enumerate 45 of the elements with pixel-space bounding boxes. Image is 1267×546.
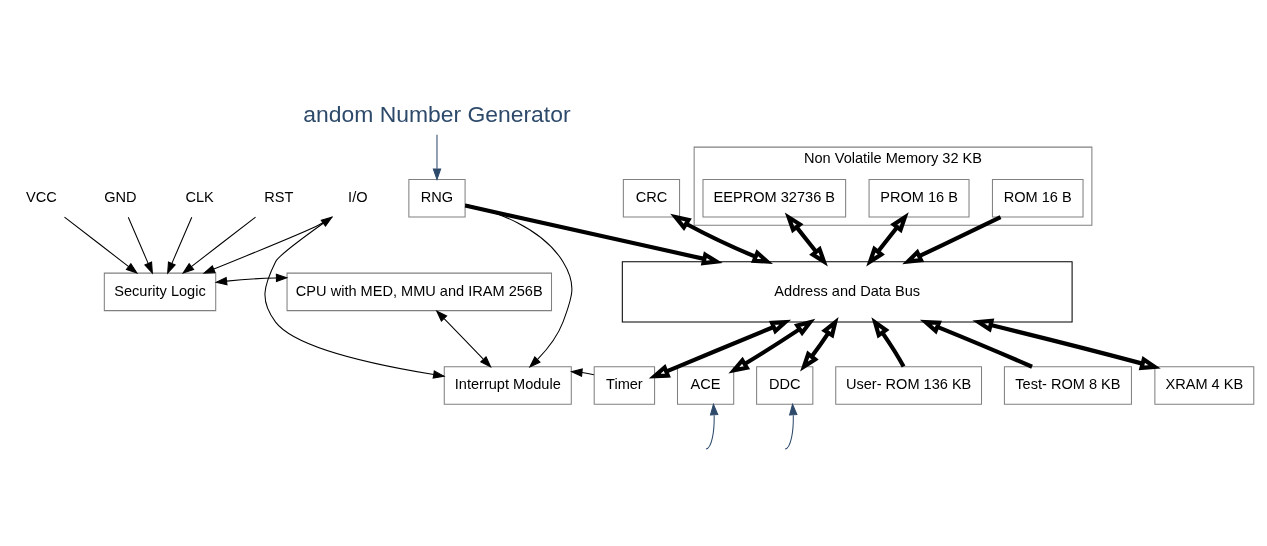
node-box: EEPROM 32736 B xyxy=(702,178,847,217)
node-box: XRAM 4 KB xyxy=(1154,365,1255,405)
arrow xyxy=(705,402,719,450)
arrow xyxy=(670,213,773,264)
node-box: RNG xyxy=(408,178,466,217)
arrow xyxy=(800,316,839,372)
node-box: Address and Data Bus xyxy=(621,260,1073,323)
arrow xyxy=(63,216,139,274)
arrow xyxy=(464,203,573,368)
node-text: CLK xyxy=(185,188,214,205)
arrow xyxy=(866,211,909,267)
arrow xyxy=(464,202,723,266)
node-text: GND xyxy=(104,188,137,205)
arrow xyxy=(570,367,595,377)
node-box: PROM 16 B xyxy=(868,178,970,217)
arrow xyxy=(432,133,442,181)
node-box: User- ROM 136 KB xyxy=(835,365,983,405)
arrow xyxy=(181,216,257,274)
arrow xyxy=(127,216,153,274)
node-box: Security Logic xyxy=(103,272,217,311)
arrow xyxy=(784,402,798,450)
node-text: VCC xyxy=(25,188,57,205)
node-box: Timer xyxy=(593,365,656,405)
arrow xyxy=(784,211,828,266)
arrow xyxy=(919,319,1033,369)
arrow xyxy=(214,273,289,285)
arrow xyxy=(435,309,492,368)
node-box: ACE xyxy=(676,365,735,405)
node-box: CRC xyxy=(622,178,681,217)
arrow xyxy=(902,214,1002,264)
arrow xyxy=(871,316,906,368)
node-text: RST xyxy=(264,188,294,205)
node-box: ROM 16 B xyxy=(991,178,1084,217)
node-box: Interrupt Module xyxy=(443,365,572,405)
arrow xyxy=(202,216,333,274)
node-text: andom Number Generator xyxy=(303,100,571,127)
arrow xyxy=(648,319,792,379)
node-box: Test- ROM 8 KB xyxy=(1003,365,1132,405)
node-box: DDC xyxy=(756,365,814,405)
node-box: CPU with MED, MMU and IRAM 256B xyxy=(286,272,553,311)
node-text: I/O xyxy=(348,188,368,205)
arrow xyxy=(972,317,1161,370)
arrow xyxy=(264,215,446,379)
arrow xyxy=(167,216,193,274)
arrow xyxy=(728,318,816,374)
